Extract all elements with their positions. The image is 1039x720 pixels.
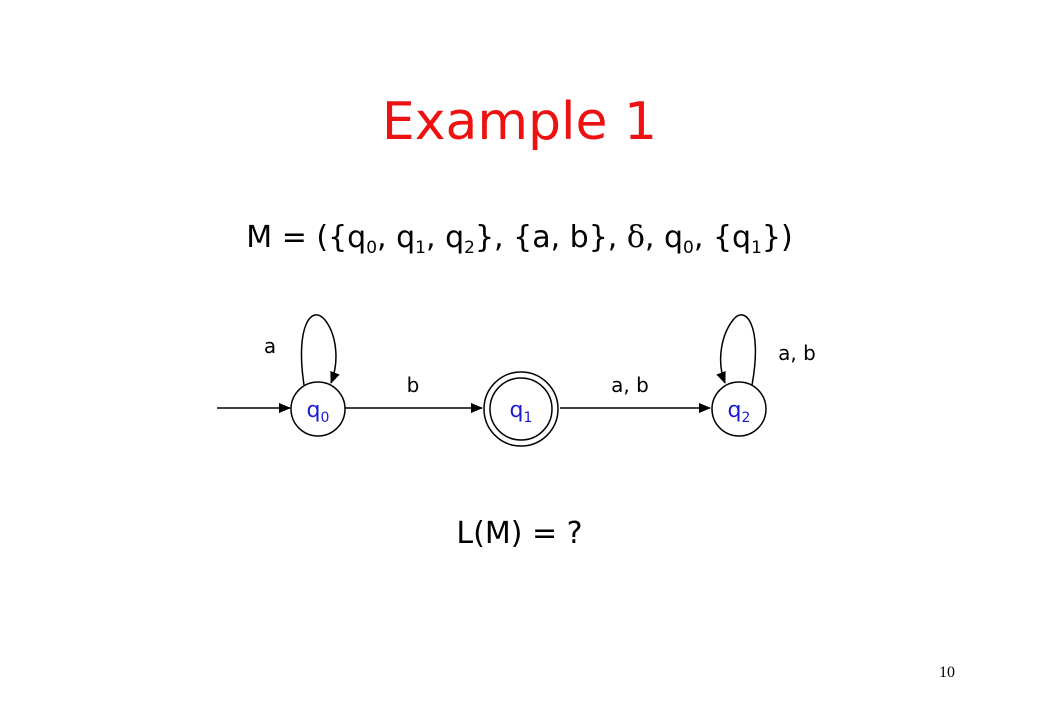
- delta-symbol: δ: [626, 220, 645, 255]
- accept-state: q1: [732, 220, 762, 258]
- transition-label-q0-q1: b: [407, 373, 420, 397]
- language-question: L(M) = ?: [456, 516, 583, 551]
- state-set-item: q0: [347, 220, 378, 258]
- start-state: q0: [664, 220, 694, 258]
- state-label-q0: q0: [307, 398, 330, 426]
- state-set-item: q1: [396, 220, 426, 258]
- transition-label-q2-q2: a, b: [778, 341, 816, 365]
- machine-definition: M = ({q0, q1, q2}, {a, b}, δ, q0, {q1}): [246, 220, 793, 258]
- state-set-item: q2: [445, 220, 475, 258]
- transition-arrow-q2-q2: [716, 314, 757, 386]
- page-number: 10: [939, 664, 955, 681]
- transition-label-q1-q2: a, b: [611, 373, 649, 397]
- state-q0: q0: [290, 381, 346, 437]
- transition-arrow-q0-q0: [300, 314, 340, 386]
- state-q1: q1: [483, 371, 559, 447]
- slide-title: Example 1: [381, 92, 658, 152]
- transition-label-q0-q0: a: [264, 334, 276, 358]
- state-label-q1: q1: [510, 398, 533, 426]
- state-label-q2: q2: [728, 398, 751, 426]
- state-q2: q2: [711, 381, 767, 437]
